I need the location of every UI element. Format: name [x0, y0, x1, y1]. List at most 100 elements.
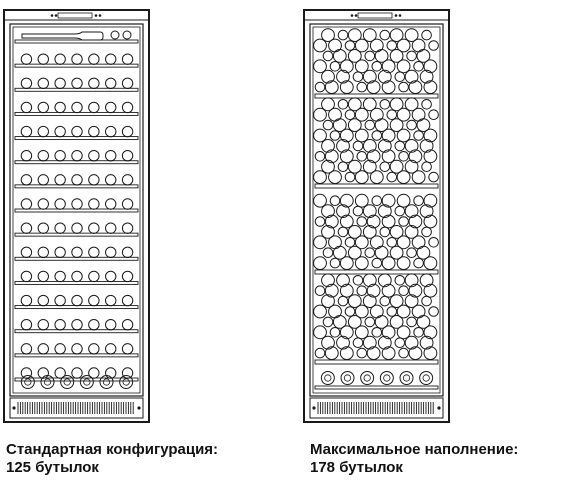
standard-bottle-end: [20, 246, 33, 258]
max-bottle-end: [356, 285, 368, 297]
standard-bottle-end: [121, 198, 134, 210]
max-bottle-end: [324, 149, 339, 164]
standard-top-bottle: [21, 31, 104, 41]
max-bottle-end: [394, 71, 406, 82]
max-bottle-end: [314, 216, 326, 227]
max-bottle-end: [408, 346, 423, 361]
max-bottle-end: [379, 226, 391, 238]
standard-bottle-end: [37, 150, 49, 162]
max-bottle-end: [347, 225, 362, 239]
max-bottle-end: [423, 283, 438, 298]
max-bottom-shelf-rail: [314, 385, 439, 390]
max-bottle-end: [428, 306, 439, 317]
max-bottle-end: [379, 99, 391, 110]
standard-shelf: [14, 30, 139, 44]
max-bottle-end: [404, 204, 419, 219]
standard-bottle-end: [105, 53, 117, 65]
max-bottle-end: [314, 347, 326, 359]
max-bottom-bottle-end: [419, 371, 434, 385]
max-bottle-end: [354, 325, 369, 340]
standard-config-caption: Стандартная конфигурация: 125 бутылок: [6, 441, 218, 477]
standard-bottle-end: [20, 222, 33, 234]
standard-bottle-end: [20, 343, 33, 355]
standard-bottle-end: [105, 319, 117, 331]
max-bottle-end: [371, 130, 383, 141]
max-bottle-end: [321, 139, 335, 153]
max-bottle-end: [339, 214, 354, 229]
max-bottle-end: [389, 97, 404, 112]
max-bottle-end: [381, 346, 396, 361]
max-bottle-end: [347, 28, 362, 42]
max-bottle-end: [313, 38, 327, 53]
max-bottle-end: [328, 235, 342, 250]
max-bottle-end: [406, 316, 417, 328]
max-bottle-end: [366, 214, 381, 229]
max-bottle-end: [404, 159, 419, 174]
max-bottle-end: [404, 139, 419, 153]
max-bottle-end: [329, 61, 341, 72]
max-bottle-end: [411, 38, 426, 53]
max-bottle-end: [339, 256, 354, 271]
max-bottle-end: [339, 325, 354, 340]
standard-bottle-end: [121, 294, 134, 307]
max-bottle-end: [369, 304, 384, 319]
max-bottle-end: [398, 81, 409, 93]
max-button-dot-0: [350, 14, 354, 17]
max-bottom-row: [320, 371, 434, 385]
max-bottle-end: [347, 294, 362, 309]
max-control-panel: [350, 12, 402, 19]
max-bottle-end: [347, 118, 362, 132]
standard-shelf: [14, 222, 139, 237]
max-bottle-end: [421, 226, 432, 238]
max-bottle-end: [356, 81, 368, 93]
max-bottle-end: [322, 119, 334, 131]
max-bottle-end: [321, 69, 335, 84]
standard-bottle-end: [71, 367, 83, 379]
standard-vent-frame: [9, 397, 144, 419]
max-bottle-end: [329, 130, 341, 141]
standard-bottom-row: [20, 375, 134, 389]
standard-vent-screw-right: [137, 406, 141, 410]
max-bottle-end: [366, 80, 381, 94]
standard-bottle-end: [88, 150, 100, 162]
standard-bottle-end: [121, 270, 134, 283]
max-bottle-end: [386, 171, 398, 183]
max-bottle-end: [347, 245, 362, 260]
standard-shelves: [14, 30, 139, 382]
max-bottle-end: [404, 97, 419, 112]
max-button-dot-2: [394, 14, 398, 17]
max-bottle-end: [322, 247, 334, 258]
max-bottom-inner-ring: [383, 374, 391, 382]
max-bottle-end: [421, 295, 432, 307]
standard-bottle-end: [88, 319, 100, 331]
max-bottle-end: [336, 335, 350, 350]
standard-shelf: [14, 367, 139, 382]
max-bottom-bottle-end: [340, 371, 355, 385]
standard-bottle-end: [105, 101, 117, 114]
standard-bottom-inner-ring: [122, 378, 130, 386]
max-bottle-end: [381, 256, 396, 271]
max-bottle-end: [404, 225, 419, 239]
max-bottle-end: [377, 69, 392, 84]
max-bottle-end: [389, 28, 404, 42]
max-bottle-end: [328, 304, 342, 319]
max-bottle-end: [389, 118, 404, 132]
standard-shelf-rail: [14, 39, 139, 44]
max-config-title: Максимальное наполнение:: [310, 441, 519, 458]
max-bottle-end: [394, 275, 406, 286]
standard-control-panel: [50, 12, 102, 19]
standard-bottle-end: [71, 125, 83, 138]
standard-bottom-bottle-end: [79, 375, 94, 389]
max-bottle-end: [386, 237, 398, 248]
max-bottle-end: [381, 80, 396, 94]
max-bottle-end: [321, 204, 335, 219]
max-bottle-end: [356, 347, 368, 359]
standard-bottle-end: [37, 246, 49, 258]
max-bottle-end: [381, 283, 396, 298]
standard-bottle-end: [88, 125, 100, 138]
standard-door-frame: [9, 23, 144, 397]
max-bottle-end: [321, 294, 335, 309]
standard-bottle-end: [121, 222, 134, 234]
max-bottle-end: [411, 170, 426, 185]
standard-bottle-end: [105, 294, 117, 307]
